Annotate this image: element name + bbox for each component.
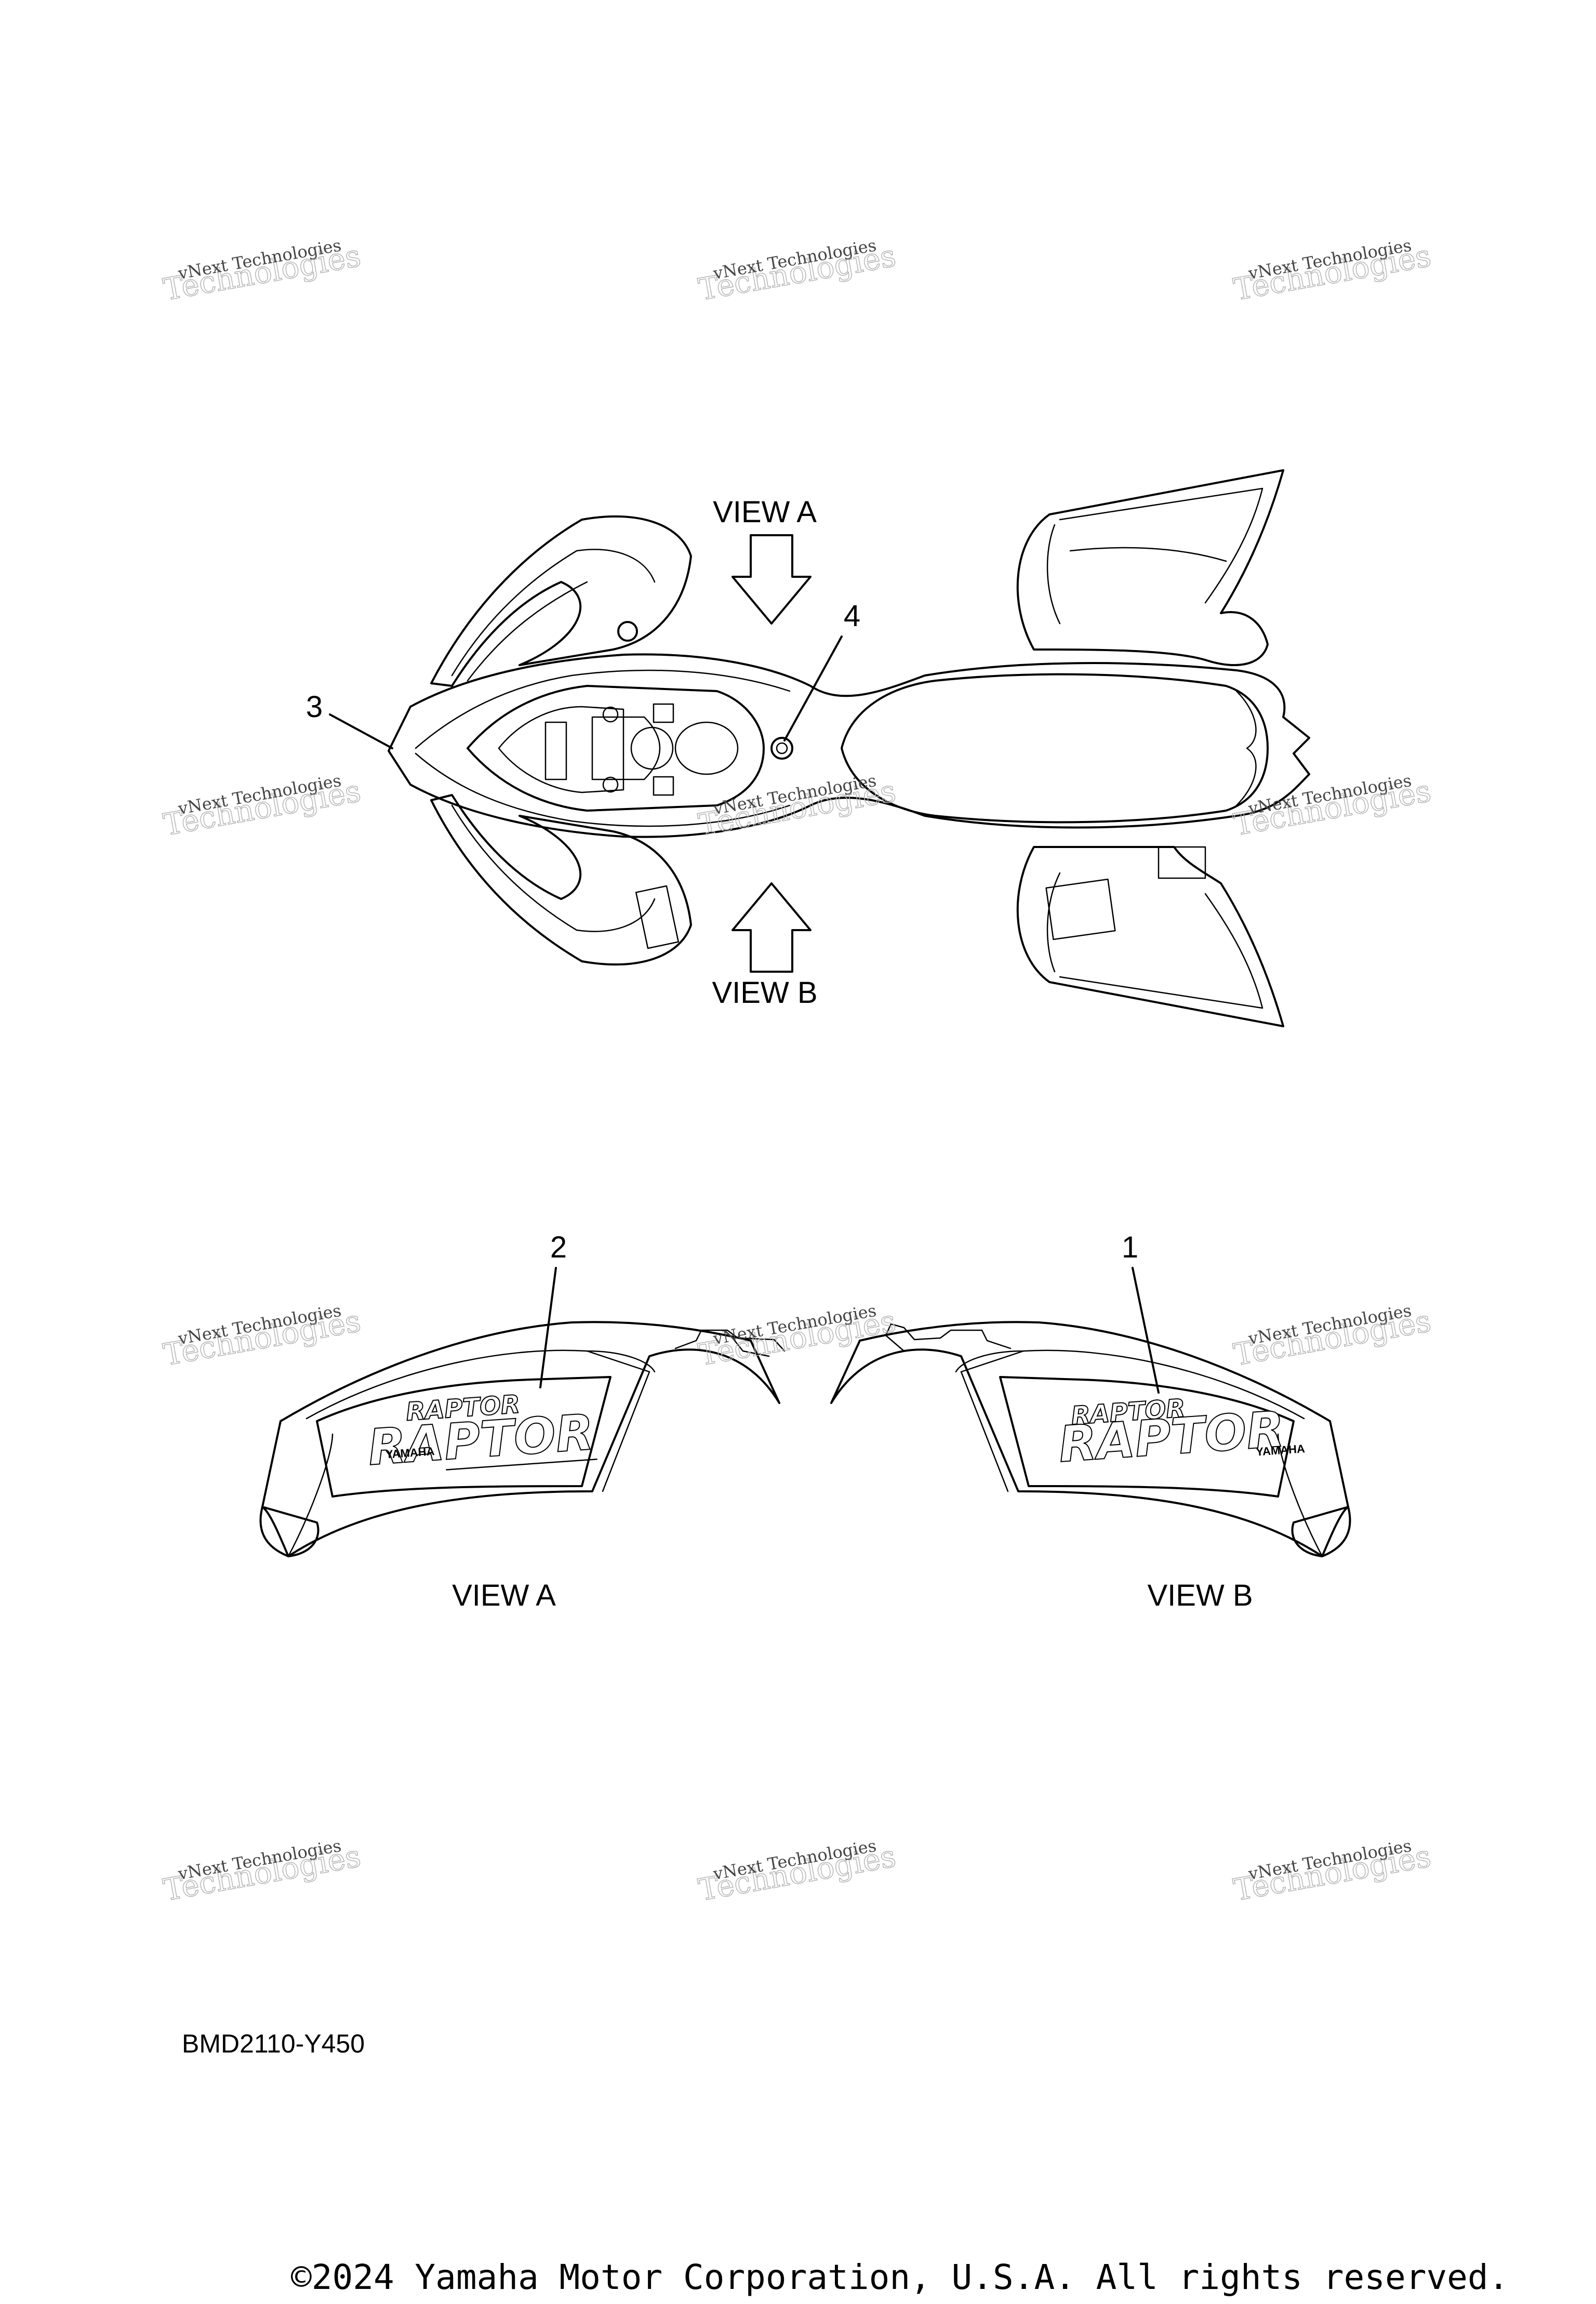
view-a-arrow [732, 534, 812, 625]
callout-2-leader [539, 1267, 557, 1388]
view-a-decal-model-2: RAPTOR [366, 1404, 596, 1477]
copyright-notice: ©2024 Yamaha Motor Corporation, U.S.A. A… [291, 2257, 1509, 2297]
view-b-caption: VIEW B [1147, 1579, 1253, 1612]
view-a-caption: VIEW A [452, 1579, 556, 1612]
atv-top-view [388, 469, 1310, 1027]
view-b-arrow [732, 882, 812, 973]
part-code: BMD2110-Y450 [182, 2029, 365, 2058]
callout-2: 2 [550, 1230, 567, 1264]
callout-4: 4 [844, 599, 860, 633]
view-b-label: VIEW B [712, 976, 817, 1010]
callout-3: 3 [306, 690, 323, 724]
callout-4-leader [783, 635, 843, 741]
callout-3-leader [329, 713, 393, 749]
view-b-fender: RAPTOR RAPTOR YAMAHA [830, 1321, 1351, 1557]
callout-1: 1 [1122, 1230, 1138, 1264]
view-b-decal-brand: YAMAHA [1256, 1442, 1306, 1459]
view-a-label: VIEW A [713, 495, 817, 529]
callout-1-leader [1132, 1267, 1160, 1394]
